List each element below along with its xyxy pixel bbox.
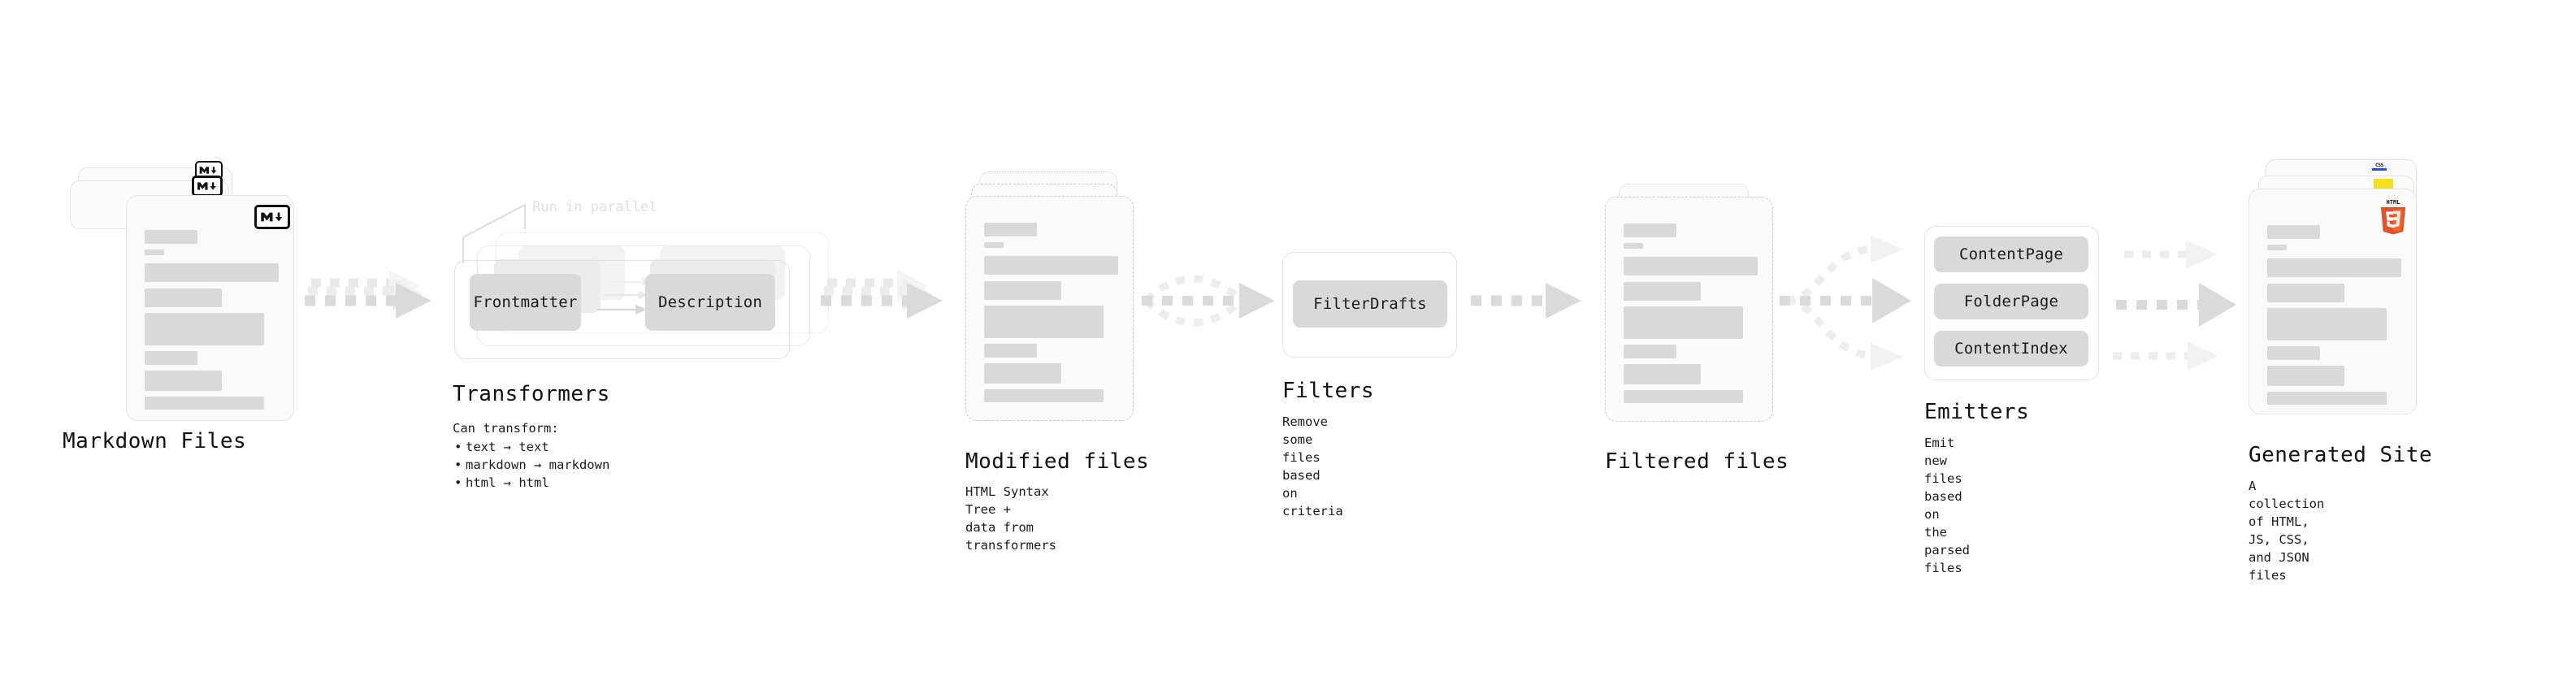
markdown-card-front: [126, 195, 294, 421]
skeleton-bar: [984, 363, 1061, 384]
stage-markdown-files: Markdown Files: [0, 0, 341, 681]
skeleton-bar: [2267, 245, 2287, 250]
run-in-parallel-bracket: [462, 203, 526, 263]
arrow-modified-files-to-filters: [1142, 275, 1275, 327]
skeleton-bar: [1624, 306, 1743, 339]
filter-chip-filterdrafts[interactable]: FilterDrafts: [1293, 280, 1447, 327]
css-badge: CSS: [2372, 163, 2387, 171]
transformers-capability-lead: Can transform:: [453, 421, 559, 436]
emitter-chip-contentpage[interactable]: ContentPage: [1934, 236, 2088, 272]
skeleton-bar: [2267, 392, 2387, 405]
skeleton-bar: [145, 249, 164, 255]
stage-modified-files: Modified files HTML Syntax Tree + data f…: [0, 0, 1149, 681]
run-in-parallel-label: Run in parallel: [532, 199, 657, 215]
skeleton-bar: [1624, 345, 1676, 358]
skeleton-bar: [1624, 257, 1758, 275]
transform-item: html → html: [454, 474, 609, 492]
emitter-chip-contentindex[interactable]: ContentIndex: [1934, 331, 2088, 367]
html5-badge: HTML: [2377, 197, 2409, 235]
stage-title-modified-files: Modified files: [965, 449, 1150, 474]
stage-title-filters: Filters: [1282, 379, 1375, 403]
transformer-container-front: [454, 260, 790, 359]
skeleton-bar: [145, 397, 264, 410]
arrow-filters-to-filtered-files: [1471, 283, 1581, 319]
skeleton-bar: [145, 371, 222, 391]
emitters-container: [1924, 226, 2099, 380]
skeleton-bar: [145, 263, 279, 282]
skeleton-bar: [984, 389, 1104, 402]
stage-transformers: Run in parallel Frontmatter Description: [0, 0, 829, 681]
stage-title-emitters: Emitters: [1924, 400, 2030, 424]
transform-item: markdown → markdown: [454, 456, 609, 474]
filters-container: [1282, 252, 1457, 358]
stage-desc-generated-site: A collection of HTML, JS, CSS, and JSON …: [2249, 479, 2325, 583]
skeleton-bar: [145, 288, 222, 307]
skeleton-bar: [2267, 258, 2401, 277]
transformer-chip-description[interactable]: Description: [645, 274, 775, 331]
stage-desc-emitters: Emit new files based on the parsed files: [1924, 436, 1970, 575]
emitter-chip-folderpage[interactable]: FolderPage: [1934, 284, 2088, 319]
skeleton-bar: [984, 256, 1118, 275]
site-card-front: [2249, 189, 2417, 414]
skeleton-bar: [2267, 284, 2344, 302]
transform-item: text → text: [454, 438, 609, 456]
css-badge-label: CSS: [2375, 163, 2383, 168]
stage-emitters: ContentPage FolderPage ContentIndex Emit…: [0, 0, 2099, 681]
stage-generated-site: CSS HTML Generate: [0, 0, 2432, 681]
skeleton-bar: [1624, 364, 1701, 384]
skeleton-bar: [984, 242, 1004, 248]
transformer-chip-frontmatter[interactable]: Frontmatter: [470, 274, 581, 331]
skeleton-bar: [145, 230, 197, 244]
skeleton-bar: [2267, 225, 2320, 239]
skeleton-bar: [2267, 366, 2344, 386]
filtered-card-front: [1605, 197, 1773, 422]
skeleton-bar: [1624, 243, 1643, 249]
skeleton-bar: [1624, 282, 1701, 301]
skeleton-bar: [145, 351, 197, 365]
javascript-badge: [2374, 179, 2393, 189]
arrow-transformers-to-modified-files: [821, 270, 943, 319]
skeleton-bar: [984, 223, 1037, 236]
modified-card-front: [965, 196, 1134, 421]
stage-title-transformers: Transformers: [453, 382, 610, 406]
stage-filtered-files: Filtered files: [0, 0, 1789, 681]
markdown-badge-back-1: [192, 176, 223, 197]
arrow-emitters-to-generated-site: [2113, 240, 2236, 371]
skeleton-bar: [984, 281, 1061, 300]
arrow-filtered-files-to-emitters: [1780, 236, 1911, 371]
skeleton-bar: [2267, 346, 2320, 360]
stage-desc-filters: Remove some files based on criteria: [1282, 414, 1343, 518]
skeleton-bar: [984, 306, 1104, 338]
arrow-markdown-to-transformers: [305, 270, 432, 319]
skeleton-bar: [1624, 390, 1743, 403]
stage-title-markdown-files: Markdown Files: [63, 429, 247, 453]
stage-desc-modified-files: HTML Syntax Tree + data from transformer…: [965, 484, 1056, 553]
skeleton-bar: [984, 344, 1037, 358]
skeleton-bar: [2267, 308, 2387, 340]
stage-title-filtered-files: Filtered files: [1605, 449, 1789, 474]
skeleton-bar: [145, 313, 264, 345]
stage-title-generated-site: Generated Site: [2249, 443, 2433, 467]
svg-text:HTML: HTML: [2387, 199, 2400, 206]
stage-filters: FilterDrafts Filters Remove some files b…: [0, 0, 1457, 681]
transformers-capability-list: Can transform: text → text markdown → ma…: [453, 419, 609, 492]
skeleton-bar: [1624, 223, 1676, 237]
markdown-badge: [254, 205, 290, 229]
